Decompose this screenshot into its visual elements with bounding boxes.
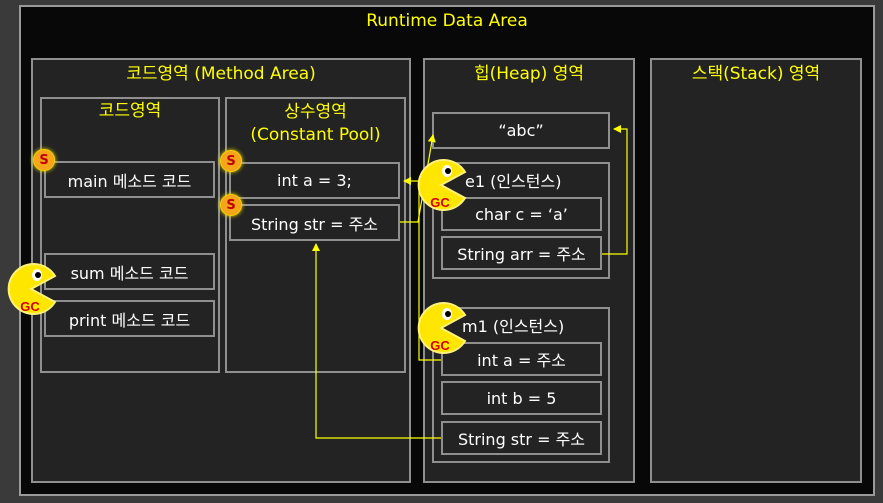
static-badge-const-int: S (220, 150, 242, 172)
e1-string-arr: String arr = 주소 (441, 236, 602, 270)
code-area (40, 97, 220, 373)
m1-int-a: int a = 주소 (441, 342, 602, 376)
gc-pacman-icon: GC (417, 159, 467, 211)
gc-pacman-icon: GC (7, 263, 57, 315)
m1-instance-title: m1 (인스턴스) (462, 317, 565, 336)
e1-instance-title: e1 (인스턴스) (465, 172, 562, 191)
main-method-code: main 메소드 코드 (44, 161, 215, 198)
m1-instance (432, 307, 610, 463)
m1-int-b: int b = 5 (441, 381, 602, 415)
heap-string-abc: “abc” (432, 112, 610, 149)
gc-label: GC (430, 195, 450, 210)
gc-label: GC (430, 338, 450, 353)
stack-area (650, 58, 862, 483)
stack-area-title: 스택(Stack) 영역 (691, 64, 821, 84)
e1-instance (432, 162, 610, 279)
static-badge-const-str: S (220, 194, 242, 216)
gc-pacman-icon: GC (417, 302, 467, 354)
method-area-title: 코드영역 (Method Area) (126, 64, 316, 84)
code-area-title: 코드영역 (98, 101, 162, 121)
constant-pool-title-line2: (Constant Pool) (250, 125, 381, 145)
m1-string-str: String str = 주소 (441, 421, 602, 455)
print-method-code: print 메소드 코드 (44, 300, 215, 337)
sum-method-code: sum 메소드 코드 (44, 253, 215, 290)
constant-string-str: String str = 주소 (229, 204, 400, 241)
constant-int-a: int a = 3; (229, 162, 400, 199)
gc-label: GC (20, 299, 40, 314)
constant-pool-title-line1: 상수영역 (284, 102, 347, 122)
e1-char-c: char c = ‘a’ (441, 197, 602, 231)
static-badge-main: S (33, 149, 55, 171)
heap-area-title: 힙(Heap) 영역 (473, 64, 585, 84)
runtime-data-area-title: Runtime Data Area (366, 11, 528, 31)
